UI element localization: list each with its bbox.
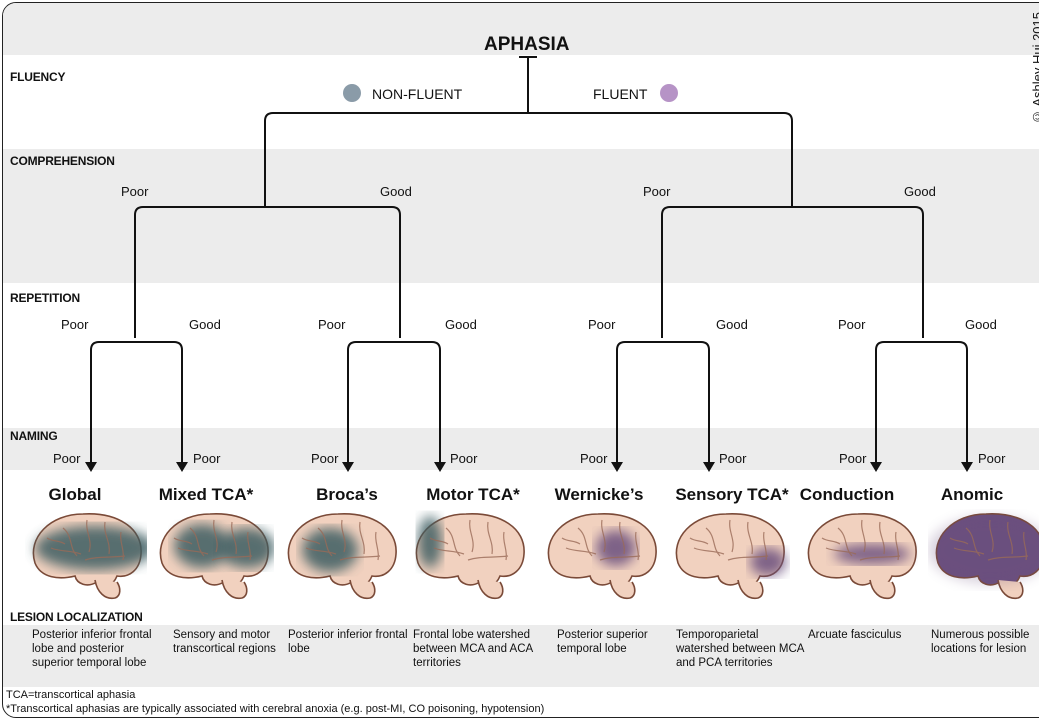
brain-icon (675, 513, 786, 600)
arrow-8 (961, 462, 973, 472)
brain-icon (32, 513, 147, 600)
naming-label: Poor (839, 451, 867, 466)
aphasia-type-name: Wernicke’s (554, 485, 644, 504)
repetition-bracket-4 (875, 341, 968, 462)
lesion-text: Arcuate fasciculus (808, 629, 902, 641)
non-fluent-dot (343, 84, 361, 102)
section-repetition: REPETITION (10, 291, 81, 305)
arrow-1 (85, 462, 97, 472)
section-comprehension: COMPREHENSION (10, 154, 115, 168)
section-lesion: LESION LOCALIZATION (10, 610, 143, 624)
non-fluent-label: NON-FLUENT (372, 86, 463, 102)
aphasia-type-name: Motor TCA* (426, 485, 520, 504)
brain-icon (159, 513, 274, 600)
copyright: © Ashley Hui 2015 (1030, 12, 1039, 125)
section-fluency: FLUENCY (10, 70, 66, 84)
comp-good-left: Good (380, 184, 412, 199)
aphasia-type-name: Conduction (799, 485, 895, 504)
brain-icon (807, 513, 917, 600)
arrow-3 (342, 462, 354, 472)
arrow-6 (703, 462, 715, 472)
repetition-bracket-1 (90, 341, 183, 462)
rep-label-8: Good (965, 317, 997, 332)
repetition-bracket-3 (616, 341, 710, 462)
lesion-text: Posterior inferior frontal lobe (288, 629, 408, 655)
page-title: APHASIA (484, 34, 570, 55)
rep-label-2: Good (189, 317, 221, 332)
aphasia-type-name: Broca’s (316, 485, 378, 504)
aphasia-type-name: Sensory TCA* (675, 485, 789, 504)
naming-label: Poor (311, 451, 339, 466)
naming-label: Poor (450, 451, 478, 466)
lesion-text: Posterior superior temporal lobe (557, 629, 648, 655)
fluent-dot (660, 84, 678, 102)
band-lesion (3, 625, 1039, 687)
root-stem (519, 56, 537, 112)
arrow-4 (434, 462, 446, 472)
rep-label-6: Good (716, 317, 748, 332)
brain-icon (928, 513, 1039, 600)
rep-label-5: Poor (588, 317, 616, 332)
comp-good-right: Good (904, 184, 936, 199)
arrow-5 (611, 462, 623, 472)
section-naming: NAMING (10, 429, 58, 443)
lesion-text: Frontal lobe watershed between MCA and A… (413, 629, 533, 669)
naming-label: Poor (580, 451, 608, 466)
comp-bracket-left (134, 206, 401, 338)
rep-label-4: Good (445, 317, 477, 332)
naming-label: Poor (193, 451, 221, 466)
repetition-bracket-2 (347, 341, 441, 462)
band-naming (3, 428, 1039, 470)
brain-icon (415, 513, 525, 600)
fluency-bracket (264, 112, 793, 145)
brain-icon (547, 513, 657, 600)
rep-label-7: Poor (838, 317, 866, 332)
lesion-text: Numerous possible locations for lesion (931, 629, 1030, 655)
band-title (3, 3, 1039, 55)
arrow-7 (870, 462, 882, 472)
aphasia-type-name: Global (48, 485, 102, 504)
footnote-tca: TCA=transcortical aphasia (6, 689, 136, 701)
aphasia-type-name: Mixed TCA* (158, 485, 254, 504)
lesion-text: Temporoparietal watershed between MCA an… (676, 629, 804, 669)
lesion-text: Posterior inferior frontal lobe and post… (32, 629, 152, 669)
naming-label: Poor (719, 451, 747, 466)
comp-poor-left: Poor (121, 184, 149, 199)
rep-label-3: Poor (318, 317, 346, 332)
lesion-text: Sensory and motor transcortical regions (173, 629, 276, 655)
comp-poor-right: Poor (643, 184, 671, 199)
arrow-2 (176, 462, 188, 472)
rep-label-1: Poor (61, 317, 89, 332)
band-comprehension (3, 149, 1039, 283)
comp-bracket-right (661, 206, 924, 338)
brain-icon (287, 513, 397, 600)
aphasia-type-name: Anomic (940, 485, 1004, 504)
naming-label: Poor (978, 451, 1006, 466)
fluent-label: FLUENT (593, 86, 648, 102)
naming-label: Poor (53, 451, 81, 466)
footnote-transcortical: *Transcortical aphasias are typically as… (6, 703, 545, 715)
